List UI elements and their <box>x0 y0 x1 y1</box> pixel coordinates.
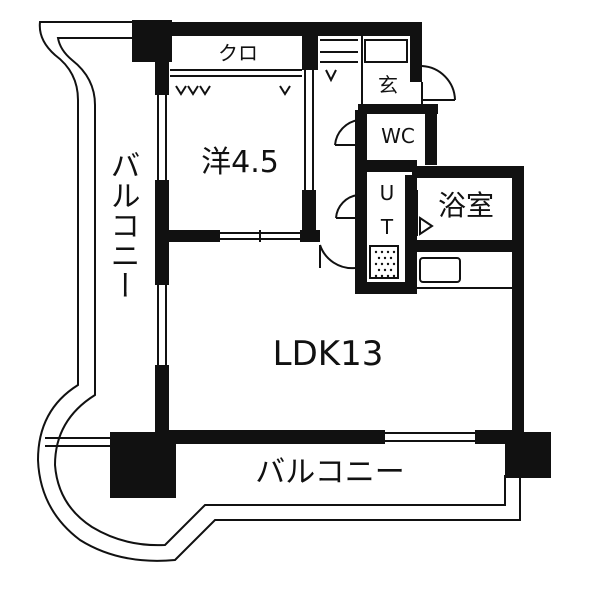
wall-south-right <box>475 430 515 444</box>
balcony-outline <box>36 21 521 562</box>
balcony-south-label: バルコニー <box>255 455 404 490</box>
wall-wc-east <box>425 105 437 165</box>
wall-entrance-east <box>410 22 422 82</box>
balcony-divider <box>45 437 112 447</box>
wall-hall-left <box>355 110 367 292</box>
wall-ut-right <box>405 175 417 292</box>
closet-label: クロ <box>218 41 258 65</box>
wall-western-east-upper <box>302 22 318 70</box>
balcony-west-label: バルコニー <box>105 150 140 300</box>
wall-south-left <box>160 430 385 444</box>
wall-western-south-2 <box>300 230 320 242</box>
wall-west-upper <box>155 55 169 95</box>
wall-ut-top <box>355 160 417 172</box>
wall-ut-bottom <box>355 282 417 294</box>
bath-label: 浴室 <box>438 189 494 222</box>
interior-lines <box>170 36 518 289</box>
wall-western-east-lower <box>302 190 316 240</box>
wall-hall-stub <box>318 22 363 36</box>
wall-entrance-wc <box>358 104 438 114</box>
wall-western-south <box>160 230 220 242</box>
western-room-label: 洋4.5 <box>201 145 279 180</box>
ldk-label: LDK13 <box>273 334 384 374</box>
wc-label: WC <box>381 124 415 148</box>
wall-west-lower <box>155 365 169 435</box>
wall-north <box>160 22 422 36</box>
washer-pan <box>374 250 396 278</box>
utility-t-label: T <box>380 215 394 239</box>
wall-kitchen-top <box>410 240 518 252</box>
windows <box>157 95 475 442</box>
wall-east <box>512 166 524 444</box>
entrance-label: 玄 <box>378 73 398 97</box>
walls <box>155 22 524 444</box>
wall-bath-north <box>412 166 524 178</box>
utility-u-label: U <box>380 181 395 205</box>
